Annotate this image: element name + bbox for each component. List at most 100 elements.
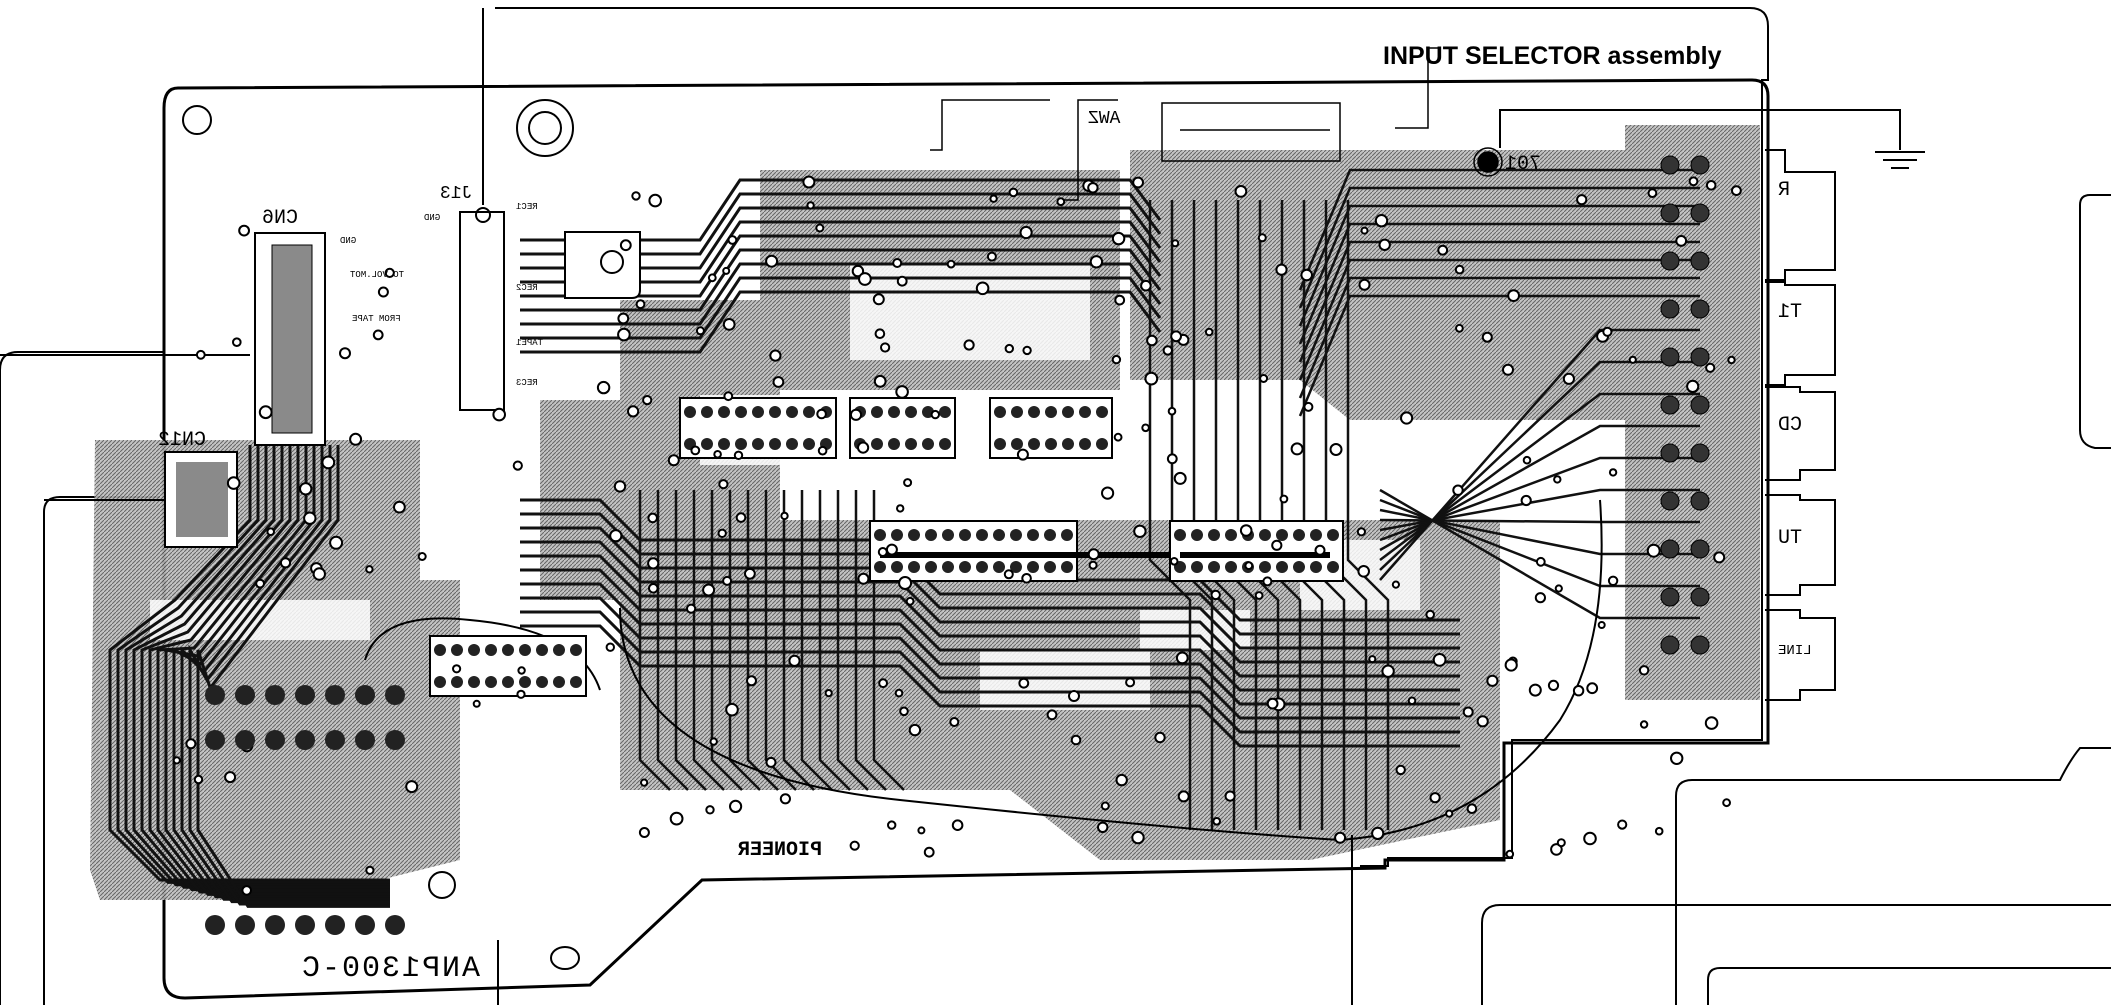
- solder-pad: [727, 235, 738, 245]
- solder-pads: [172, 155, 1742, 935]
- ic-pin: [786, 438, 798, 450]
- solder-pad: [238, 224, 251, 237]
- solder-pad: [1731, 185, 1742, 197]
- solder-pad: [885, 543, 898, 556]
- trace: [674, 490, 707, 791]
- ic-pin: [468, 676, 480, 688]
- solder-pad: [816, 408, 827, 420]
- solder-pad: [339, 347, 351, 360]
- jack-pad: [1660, 443, 1680, 463]
- pad-large: [325, 685, 345, 705]
- solder-pad: [878, 678, 888, 689]
- trace: [1298, 204, 1700, 327]
- solder-pad: [193, 774, 204, 785]
- solder-pad: [880, 342, 891, 353]
- solder-pad: [405, 780, 419, 794]
- ic-pin: [939, 438, 951, 450]
- pad-large: [325, 915, 345, 935]
- solder-pad: [857, 441, 870, 454]
- solder-pad: [321, 455, 336, 470]
- solder-pad: [1141, 423, 1150, 433]
- solder-pad: [1481, 331, 1493, 343]
- solder-pad: [648, 193, 663, 208]
- solder-pad: [1602, 326, 1613, 337]
- ic-pin: [959, 561, 971, 573]
- trace: [1298, 276, 1700, 399]
- solder-pad: [1466, 803, 1478, 815]
- solder-pad: [1146, 334, 1158, 347]
- ic-pin: [1310, 561, 1322, 573]
- ic-pin: [1208, 561, 1220, 573]
- pad-large: [355, 685, 375, 705]
- solder-pad: [669, 811, 684, 826]
- solder-pad: [329, 535, 344, 550]
- ic-pin: [994, 438, 1006, 450]
- solder-pad: [1114, 294, 1126, 306]
- solder-pad: [1329, 443, 1343, 456]
- solder-pad: [709, 737, 718, 746]
- solder-pad: [1597, 621, 1606, 629]
- pin-label: GND: [424, 213, 441, 223]
- ic-pin: [871, 406, 883, 418]
- trace: [156, 445, 390, 896]
- ic-pin: [1191, 561, 1203, 573]
- solder-pad: [1087, 182, 1099, 194]
- board-part-number: ANP1300-C: [300, 952, 481, 986]
- ic-pin: [803, 406, 815, 418]
- trace: [1379, 328, 1700, 581]
- trace: [1298, 168, 1700, 291]
- solder-pad: [1162, 345, 1174, 356]
- solder-pad: [1553, 475, 1562, 484]
- solder-pad: [690, 445, 701, 456]
- solder-pad: [1550, 843, 1563, 856]
- trace: [782, 490, 815, 791]
- solder-pad: [905, 596, 915, 606]
- solder-pad: [232, 337, 242, 348]
- solder-pad: [195, 349, 206, 360]
- solder-pad: [1275, 263, 1288, 276]
- solder-pad: [723, 391, 734, 402]
- solder-pad: [647, 557, 660, 570]
- solder-pad: [617, 327, 631, 342]
- ic-pin: [701, 438, 713, 450]
- solder-pad: [635, 299, 646, 310]
- ic-pin: [502, 644, 514, 656]
- jack-label-tu: TU: [1778, 527, 1803, 550]
- t701-label: 701: [1505, 153, 1542, 176]
- assembly-outline: [495, 7, 1769, 867]
- jack-pad: [1660, 347, 1680, 367]
- solder-pad: [1266, 697, 1279, 710]
- ic-pin: [1045, 438, 1057, 450]
- solder-pad: [1507, 289, 1520, 303]
- pin-label: REC1: [516, 202, 538, 212]
- ic-pin: [1225, 561, 1237, 573]
- trace: [1379, 392, 1700, 561]
- solder-pad: [917, 826, 926, 835]
- jack-housings: [1765, 149, 1836, 701]
- solder-pad: [417, 552, 427, 561]
- trace: [1324, 200, 1368, 830]
- solder-pad: [472, 699, 481, 708]
- solder-pad: [1647, 188, 1658, 199]
- solder-pad: [393, 500, 406, 514]
- solder-pad: [1358, 278, 1371, 291]
- solder-pad: [365, 865, 375, 875]
- jack-label-t1: T1: [1778, 301, 1803, 324]
- solder-pad: [1004, 343, 1014, 354]
- trace: [140, 445, 390, 892]
- solder-pad: [1212, 817, 1221, 826]
- solder-pad: [908, 723, 922, 737]
- trace: [124, 445, 390, 887]
- solder-pad: [619, 239, 632, 252]
- ground-symbol-icon: [1499, 109, 1925, 169]
- solder-pad: [1670, 751, 1684, 765]
- solder-pad: [1262, 576, 1273, 587]
- trace: [196, 445, 390, 908]
- jack-pad: [1690, 443, 1710, 463]
- ic-pin: [1293, 561, 1305, 573]
- trace: [520, 276, 1162, 340]
- jack-pad: [1690, 491, 1710, 511]
- solder-pad: [729, 799, 743, 814]
- pad-large: [295, 685, 315, 705]
